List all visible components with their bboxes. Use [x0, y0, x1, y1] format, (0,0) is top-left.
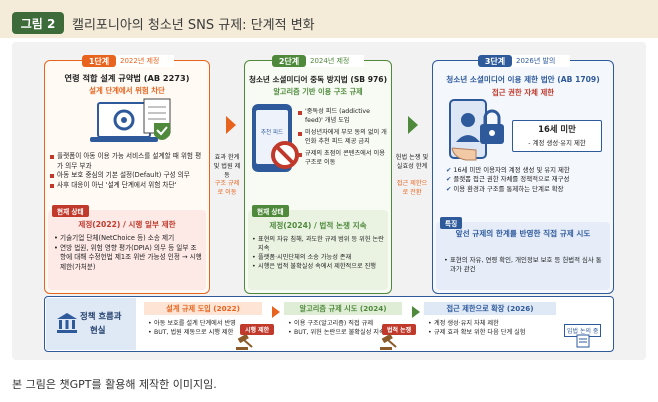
gavel-icon [380, 334, 397, 350]
stage1-label: 1단계 [82, 55, 116, 67]
check-icon: ✔ [446, 175, 454, 184]
transition1-bottom: 구조 규제로 이동 [214, 180, 240, 196]
stage1-title: 연령 적합 설계 규약법 (AB 2273) [64, 73, 190, 83]
bottom-col3-items: 계정 생성·유지 자체 제한 규제 효과 확보 위한 다음 단계 실험 [428, 320, 558, 338]
stage2-status-title: 제정(2024) / 법적 논쟁 지속 [269, 221, 367, 230]
bottom-col2-title: 알고리즘 규제 시도 (2024) [284, 302, 402, 315]
stage2-status-item: 표현의 자유 침해, 과도한 규제 범위 등 위헌 논란 지속 [252, 236, 386, 254]
stage3-status-label: 특징 [440, 217, 463, 229]
transition1-top: 효과 한계 및 법원 제동 [213, 154, 241, 179]
stage1-status-items: 기술기업 단체(NetChoice 등) 소송 제기 연방 법원, 위험 영향 … [54, 234, 202, 272]
bottom-col3-item: 규제 효과 확보 위한 다음 단계 실험 [428, 329, 558, 338]
stage3-item-text: 16세 미만 이용자의 계정 생성 및 유지 제한 [453, 166, 570, 174]
stage3-item-text: 플랫폼 접근 권한 자체를 정책적으로 재구성 [453, 175, 570, 184]
age-limit-box [512, 120, 602, 152]
locked-profile-illustration [449, 99, 504, 161]
stage3-item: ✔ 16세 미만 이용자의 계정 생성 및 유지 제한 [446, 166, 606, 175]
bottom-col3-title: 접근 제한으로 확장 (2026) [424, 302, 556, 315]
transition2-bottom: 접근 제한으로 전환 [396, 180, 428, 196]
stage2-phone-title: '중독성 피드 (addictive feed)' 개념 도입 [298, 108, 388, 126]
bottom-col1-item: 아동 보호를 설계 단계에서 반영 [148, 320, 278, 329]
stage2-subtitle: 알고리즘 기반 이용 구조 규제 [273, 87, 363, 96]
stage3-item-text: 이용 환경과 구조를 통제하는 단계로 확장 [453, 184, 564, 193]
arrow-right-icon [226, 116, 236, 134]
stage3-year: 2026년 발의 [516, 57, 556, 65]
stage3-subtitle: 접근 권한 자체 제한 [491, 88, 555, 97]
stage2-year: 2024년 제정 [310, 57, 350, 65]
stage1-item: 플랫폼이 아동 이용 가능 서비스를 설계할 때 위험 평가 의무 부과 [50, 152, 204, 171]
stage1-item: 아동 보호 중심의 기본 설정(Default) 구성 의무 [50, 171, 204, 181]
bottom-col1-tag: 시행 제한 [240, 324, 275, 335]
stage2-items: '중독성 피드 (addictive feed)' 개념 도입 미성년자에게 부… [298, 108, 388, 168]
bottom-col3-item: 계정 생성·유지 자체 제한 [428, 320, 558, 329]
stage2-status-items: 표현의 자유 침해, 과도한 규제 범위 등 위헌 논란 지속 플랫폼·시민단체… [252, 236, 386, 272]
stage2-item: 미성년자에게 부모 동의 없이 개인화 추천 피드 제공 금지 [298, 129, 388, 147]
government-building-icon [57, 313, 77, 333]
stage3-header: 3단계 2026년 발의 [478, 55, 570, 67]
arrow-right-icon [408, 116, 418, 134]
figure-header-bar [0, 0, 658, 38]
stage3-item: ✔ 이용 환경과 구조를 통제하는 단계로 확장 [446, 185, 606, 194]
stage3-status-title: 앞선 규제의 한계를 반영한 직접 규제 시도 [455, 229, 591, 238]
bottom-col2-tag: 법적 논쟁 [382, 324, 417, 335]
stage1-item: 사후 대응이 아닌 '설계 단계에서 위험 차단' [50, 181, 204, 191]
phone-feed-label: 추천 피드 [260, 130, 284, 136]
stage1-year: 2022년 제정 [120, 57, 160, 65]
transition2-top: 헌법 논쟁 및 실효성 한계 [395, 154, 429, 170]
arrow-right-icon [272, 306, 280, 318]
stage1-status-title: 제정(2022) / 시행 일부 제한 [78, 220, 176, 229]
bottom-label-line2: 현실 [90, 325, 106, 335]
age-limit-title: 16세 미만 [538, 124, 576, 134]
stage2-item: 규제의 초점이 콘텐츠에서 이용 구조로 이동 [298, 150, 388, 168]
bottom-label-line1: 정책 흐름과 [80, 311, 122, 321]
check-icon: ✔ [446, 184, 454, 193]
gavel-icon [236, 334, 253, 350]
figure-caption: 본 그림은 챗GPT를 활용해 제작한 이미지임. [12, 378, 217, 391]
stage1-header: 1단계 2022년 제정 [82, 55, 174, 67]
stage2-label: 2단계 [272, 55, 306, 67]
stage2-status-item: 시행은 법적 불확실성 속에서 제한적으로 진행 [252, 263, 386, 272]
age-limit-sub: - 계정 생성·유지 제한 [528, 139, 586, 147]
stage3-status-items: 표현의 자유, 연령 확인, 개인정보 보호 등 헌법적 심사 통과가 관건 [444, 256, 604, 275]
stage2-status-item: 플랫폼·시민단체의 소송 가능성 존재 [252, 254, 386, 263]
stage3-item: ✔ 플랫폼 접근 권한 자체를 정책적으로 재구성 [446, 175, 606, 184]
stage1-status-label: 현재 상태 [52, 205, 89, 217]
figure-badge: 그림 2 [12, 12, 64, 34]
stage1-status-item: 연방 법원, 위험 영향 평가(DPIA) 의무 등 일부 조항에 대해 수정헌… [54, 244, 202, 273]
bottom-col2-item: BUT, 위헌 논란으로 불확실성 지속 [288, 329, 418, 338]
bottom-col2-items: 이용 구조(알고리즘) 직접 규제 BUT, 위헌 논란으로 불확실성 지속 [288, 320, 418, 338]
prohibited-icon [271, 141, 299, 169]
stage2-title: 청소년 소셜미디어 중독 방지법 (SB 976) [248, 75, 388, 84]
stage1-subtitle: 설계 단계에서 위험 차단 [89, 86, 165, 95]
stage3-label: 3단계 [478, 55, 512, 67]
stage1-status-item: 기술기업 단체(NetChoice 등) 소송 제기 [54, 234, 202, 244]
arrow-right-icon [412, 306, 420, 318]
stage3-status-item: 표현의 자유, 연령 확인, 개인정보 보호 등 헌법적 심사 통과가 관건 [444, 256, 604, 275]
bottom-col1-items: 아동 보호를 설계 단계에서 반영 BUT, 법원 제동으로 시행 제한 [148, 320, 278, 338]
stage3-items: ✔ 16세 미만 이용자의 계정 생성 및 유지 제한 ✔ 플랫폼 접근 권한 … [446, 166, 606, 194]
stage2-header: 2단계 2024년 제정 [272, 55, 364, 67]
stage1-items: 플랫폼이 아동 이용 가능 서비스를 설계할 때 위험 평가 의무 부과 아동 … [50, 152, 204, 190]
bottom-col2-item: 이용 구조(알고리즘) 직접 규제 [288, 320, 418, 329]
stage3-title: 청소년 소셜미디어 이용 제한 법안 (AB 1709) [446, 75, 600, 84]
laptop-shield-illustration [90, 98, 171, 142]
document-icon [576, 334, 590, 348]
check-icon: ✔ [446, 166, 454, 174]
bottom-col1-title: 설계 규제 도입 (2022) [144, 302, 262, 315]
bottom-col1-item: BUT, 법원 제동으로 시행 제한 [148, 329, 278, 338]
figure-title: 캘리포니아의 청소년 SNS 규제: 단계적 변화 [72, 18, 315, 33]
stage2-status-label: 현재 상태 [252, 205, 289, 217]
